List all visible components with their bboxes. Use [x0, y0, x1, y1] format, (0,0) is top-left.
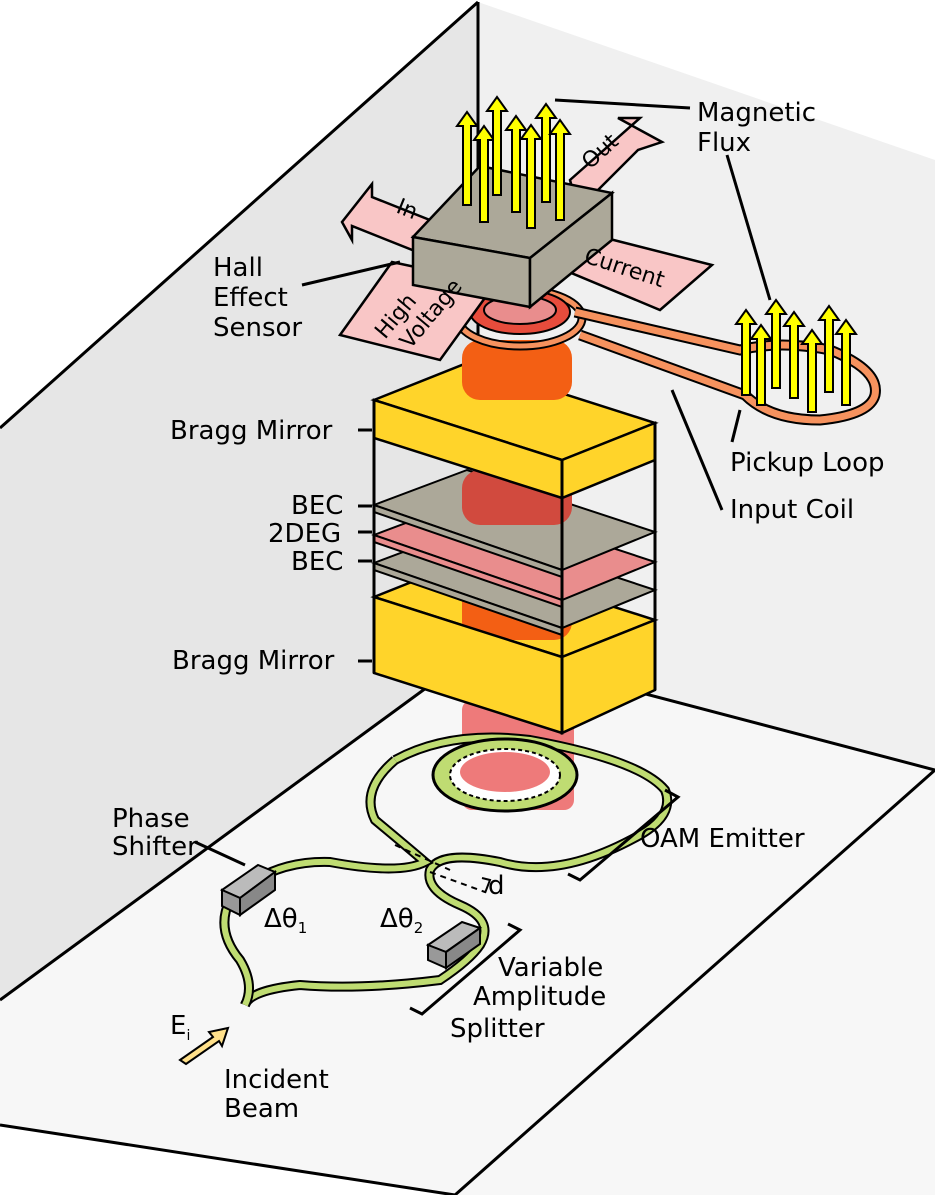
incident-beam-arrow — [178, 1026, 230, 1066]
left-wall-top-edge — [0, 0, 479, 430]
flux-arrow — [764, 298, 788, 389]
magnetic-flux-leader — [554, 98, 691, 110]
flux-arrow — [504, 114, 528, 213]
label-2deg: 2DEG — [268, 519, 341, 549]
label-e-i: Ei — [170, 1011, 190, 1044]
label-phase-1: Phase — [112, 804, 190, 834]
flux-arrow — [548, 118, 572, 221]
label-d: d — [488, 871, 505, 901]
label-incident: Incident — [224, 1065, 329, 1095]
flux-arrow — [800, 328, 824, 413]
label-hall-2: Effect — [213, 283, 288, 313]
label-bec-top: BEC — [291, 491, 343, 521]
label-delta-theta-1: Δθ1 — [264, 904, 307, 937]
flux-arrow — [749, 323, 773, 406]
label-pickup-loop: Pickup Loop — [730, 448, 884, 478]
label-beam: Beam — [224, 1094, 299, 1124]
input-coil-leader — [670, 389, 724, 511]
flux-arrow — [817, 304, 841, 393]
left-wall — [0, 2, 478, 1000]
label-variable: Variable — [498, 953, 603, 983]
label-magnetic-flux-2: Flux — [697, 128, 751, 158]
label-hall-3: Sensor — [213, 313, 302, 343]
phase-shifter-2 — [425, 920, 483, 970]
floor — [0, 650, 935, 1195]
floor-left-edge — [0, 648, 479, 1002]
oam-emitter-bracket — [567, 788, 681, 882]
label-input-coil: Input Coil — [730, 495, 854, 525]
label-phase-2: Shifter — [112, 832, 198, 862]
label-bragg-mirror-bottom: Bragg Mirror — [172, 646, 335, 676]
flux-arrow — [534, 102, 558, 203]
waveguide-circuit — [219, 732, 673, 1008]
label-splitter: Splitter — [450, 1014, 545, 1044]
label-bec-bottom: BEC — [291, 547, 343, 577]
pickup-loop-leader — [730, 409, 742, 443]
floor-front-right-edge — [454, 768, 935, 1195]
flux-arrow — [734, 308, 758, 396]
label-amplitude: Amplitude — [473, 982, 606, 1012]
flux-arrow — [519, 123, 543, 229]
flux-arrow — [834, 318, 858, 406]
phase-shifter-leader — [194, 840, 246, 867]
magnetic-flux-leader-2 — [725, 154, 772, 301]
label-bragg-mirror-top: Bragg Mirror — [170, 416, 333, 446]
phase-shifter-1 — [219, 863, 278, 917]
flux-arrow — [472, 124, 496, 223]
label-oam-emitter: OAM Emitter — [640, 824, 805, 854]
flux-arrow — [485, 95, 509, 196]
label-magnetic-flux-1: Magnetic — [697, 98, 816, 128]
hall-sensor-leader — [301, 260, 401, 287]
pickup-flux-arrows — [734, 298, 858, 413]
flux-arrow — [782, 310, 806, 399]
label-hall-1: Hall — [213, 253, 263, 283]
sensor-flux-arrows — [455, 95, 572, 229]
floor-front-left-edge — [0, 1123, 456, 1195]
label-delta-theta-2: Δθ2 — [380, 904, 423, 937]
flux-arrow — [455, 110, 479, 206]
splitter-bracket — [409, 922, 523, 1016]
